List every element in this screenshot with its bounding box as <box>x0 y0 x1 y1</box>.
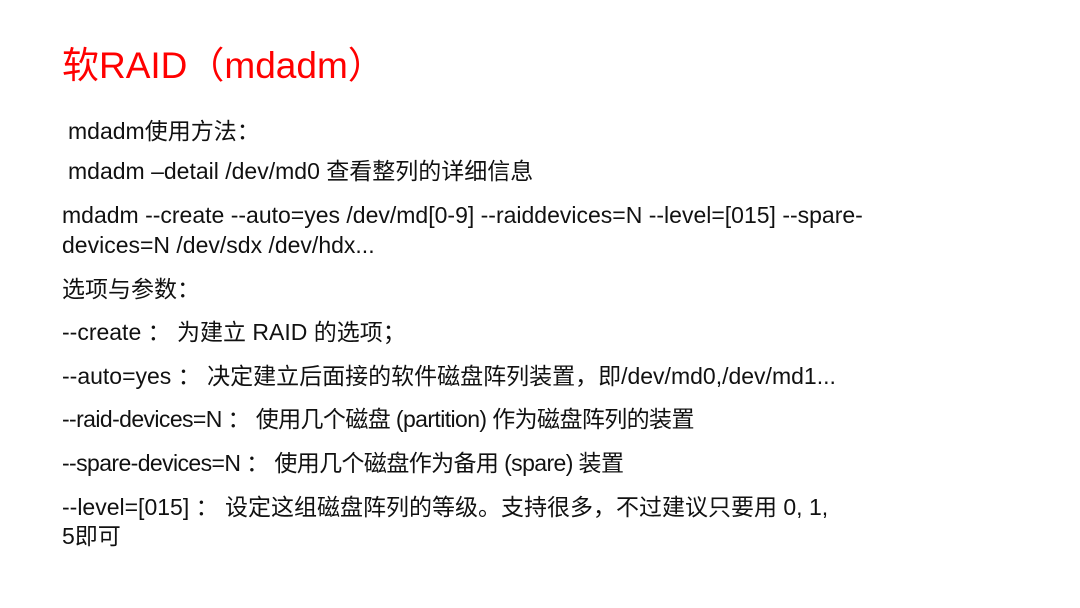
option-spare-devices: --spare-devices=N ： 使用几个磁盘作为备用 (spare) 装… <box>62 450 624 476</box>
slide-title: 软RAID（mdadm） <box>62 45 385 86</box>
option-create: --create ： 为建立 RAID 的选项； <box>62 319 406 345</box>
option-level-line-2: 5即可 <box>62 523 121 549</box>
options-heading: 选项与参数： <box>62 276 200 302</box>
create-command-line-2: devices=N /dev/sdx /dev/hdx... <box>62 232 375 258</box>
option-auto: --auto=yes ： 决定建立后面接的软件磁盘阵列装置，即/dev/md0,… <box>62 363 836 389</box>
usage-heading: mdadm使用方法： <box>68 118 260 144</box>
create-command-line-1: mdadm --create --auto=yes /dev/md[0-9] -… <box>62 202 863 228</box>
detail-command-line: mdadm –detail /dev/md0 查看整列的详细信息 <box>68 158 534 184</box>
option-level-line-1: --level=[015] ： 设定这组磁盘阵列的等级。支持很多，不过建议只要用… <box>62 494 829 520</box>
option-raid-devices: --raid-devices=N ： 使用几个磁盘 (partition) 作为… <box>62 406 694 432</box>
